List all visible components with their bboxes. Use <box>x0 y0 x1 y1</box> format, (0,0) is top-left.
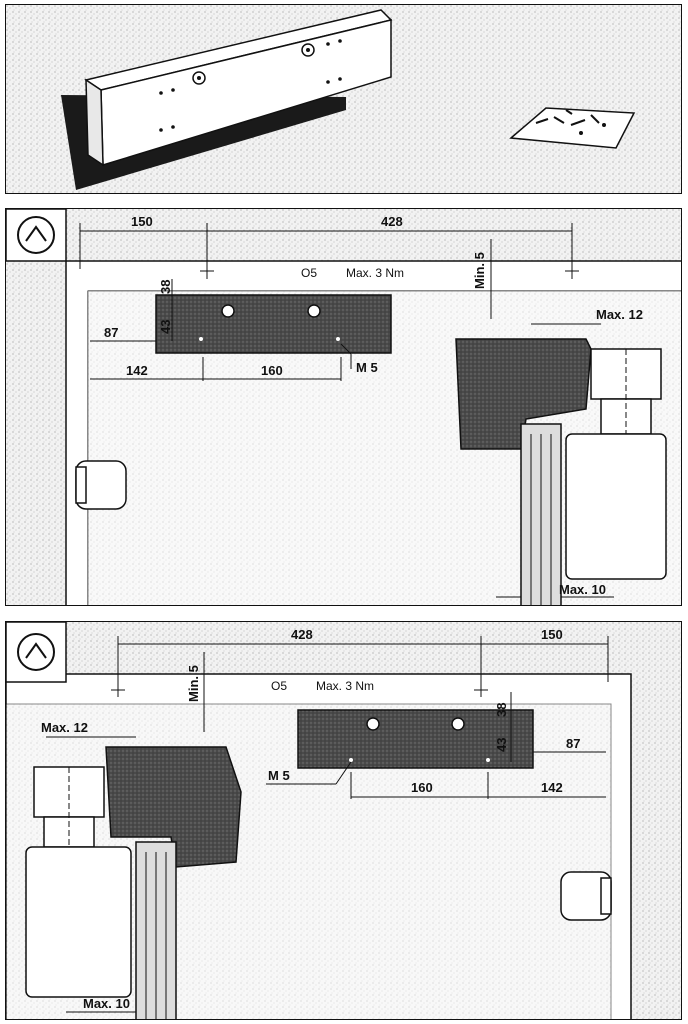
dim-max-10: Max. 10 <box>559 582 606 597</box>
door-hinge <box>560 871 612 921</box>
dim-min-5: Min. 5 <box>472 252 487 289</box>
mounting-template-plate <box>297 709 534 769</box>
dim-160: 160 <box>411 780 433 795</box>
dim-142: 142 <box>126 363 148 378</box>
push-side-mounting-panel: 428 150 87 142 160 38 43 Min. 5 Max. 12 … <box>5 621 682 1020</box>
dim-87: 87 <box>104 325 118 340</box>
product-contents-illustration <box>6 5 681 193</box>
pull-side-mounting-panel: 150 428 87 142 160 38 43 Min. 5 Max. 12 … <box>5 208 682 606</box>
dim-428: 428 <box>381 214 403 229</box>
dim-38: 38 <box>494 703 509 717</box>
accessory-bag <box>509 107 636 149</box>
dim-38: 38 <box>158 280 173 294</box>
dim-max-12: Max. 12 <box>41 720 88 735</box>
hole-label: Ο5 <box>301 266 317 280</box>
dim-142: 142 <box>541 780 563 795</box>
door-section <box>455 338 592 605</box>
push-side-mounting-drawing: 428 150 87 142 160 38 43 Min. 5 Max. 12 … <box>6 622 681 1019</box>
push-side-mount-icon <box>6 622 67 683</box>
door-hinge <box>75 460 127 510</box>
dim-min-5: Min. 5 <box>186 665 201 702</box>
dim-max-10: Max. 10 <box>83 996 130 1011</box>
dim-428: 428 <box>291 627 313 642</box>
dim-43: 43 <box>494 738 509 752</box>
pull-side-mounting-drawing: 150 428 87 142 160 38 43 Min. 5 Max. 12 … <box>6 209 681 605</box>
pull-side-mount-icon <box>6 209 67 262</box>
torque-label: Max. 3 Nm <box>316 679 374 693</box>
closer-body-section <box>565 348 667 580</box>
mounting-template-plate <box>155 294 392 354</box>
dim-87: 87 <box>566 736 580 751</box>
dim-160: 160 <box>261 363 283 378</box>
product-contents-panel <box>5 4 682 194</box>
dim-max-12: Max. 12 <box>596 307 643 322</box>
thread-label: M 5 <box>356 360 378 375</box>
dim-150: 150 <box>541 627 563 642</box>
door-closer-body <box>61 9 393 190</box>
dim-150: 150 <box>131 214 153 229</box>
thread-label: M 5 <box>268 768 290 783</box>
closer-body-section <box>25 766 132 998</box>
dim-43: 43 <box>158 320 173 334</box>
torque-label: Max. 3 Nm <box>346 266 404 280</box>
door-section <box>105 746 242 1019</box>
hole-label: Ο5 <box>271 679 287 693</box>
